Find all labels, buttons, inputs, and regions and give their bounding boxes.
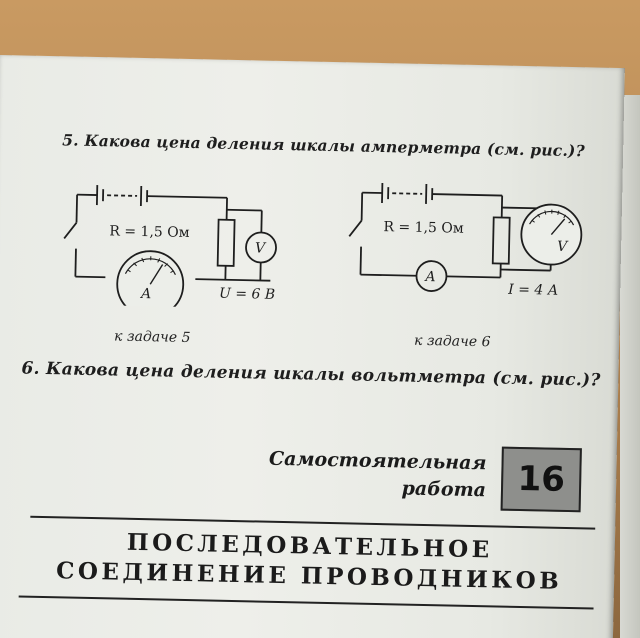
question-6-number: 6. bbox=[21, 358, 41, 379]
question-6: 6. Какова цена деления шкалы вольтметра … bbox=[21, 359, 601, 391]
next-page-edge bbox=[620, 95, 640, 638]
section-heading: ПОСЛЕДОВАТЕЛЬНОЕ СОЕДИНЕНИЕ ПРОВОДНИКОВ bbox=[39, 526, 580, 597]
voltmeter-needle bbox=[550, 218, 566, 236]
question-5-number: 5. bbox=[62, 130, 80, 150]
textbook-page: 5. Какова цена деления шкалы амперметра … bbox=[0, 55, 625, 638]
resistor bbox=[491, 216, 511, 265]
voltmeter-letter: V bbox=[557, 239, 569, 255]
voltage-label: U = 6 В bbox=[219, 286, 275, 303]
resistor-label: R = 1,5 Ом bbox=[383, 219, 464, 237]
circuit-diagram-5: R = 1,5 Ом V A U = 6 В bbox=[63, 185, 277, 310]
question-5: 5. Какова цена деления шкалы амперметра … bbox=[62, 130, 585, 160]
work-title-line1: Самостоятельная bbox=[268, 447, 487, 475]
figure-6-caption: к задаче 6 bbox=[413, 332, 491, 351]
voltmeter bbox=[245, 231, 277, 264]
current-label: I = 4 А bbox=[507, 282, 558, 299]
resistor bbox=[216, 218, 236, 267]
switch bbox=[63, 222, 78, 239]
work-number-badge: 16 bbox=[500, 446, 582, 513]
circuit-diagram-6: R = 1,5 Ом V A I = 4 А bbox=[348, 183, 583, 299]
divider-bottom bbox=[18, 595, 594, 610]
resistor-label: R = 1,5 Ом bbox=[109, 223, 190, 241]
ammeter-needle bbox=[149, 264, 164, 285]
switch bbox=[348, 220, 363, 237]
figure-5-caption: к задаче 5 bbox=[113, 328, 191, 347]
work-title-line2: работа bbox=[401, 477, 487, 502]
ammeter-letter: A bbox=[139, 286, 151, 302]
voltmeter-letter: V bbox=[255, 240, 267, 256]
question-5-text: Какова цена деления шкалы амперметра (см… bbox=[84, 130, 586, 161]
ammeter-letter: A bbox=[423, 269, 435, 285]
independent-work-title: Самостоятельная работа bbox=[268, 446, 487, 505]
question-6-text: Какова цена деления шкалы вольтметра (см… bbox=[45, 359, 601, 391]
